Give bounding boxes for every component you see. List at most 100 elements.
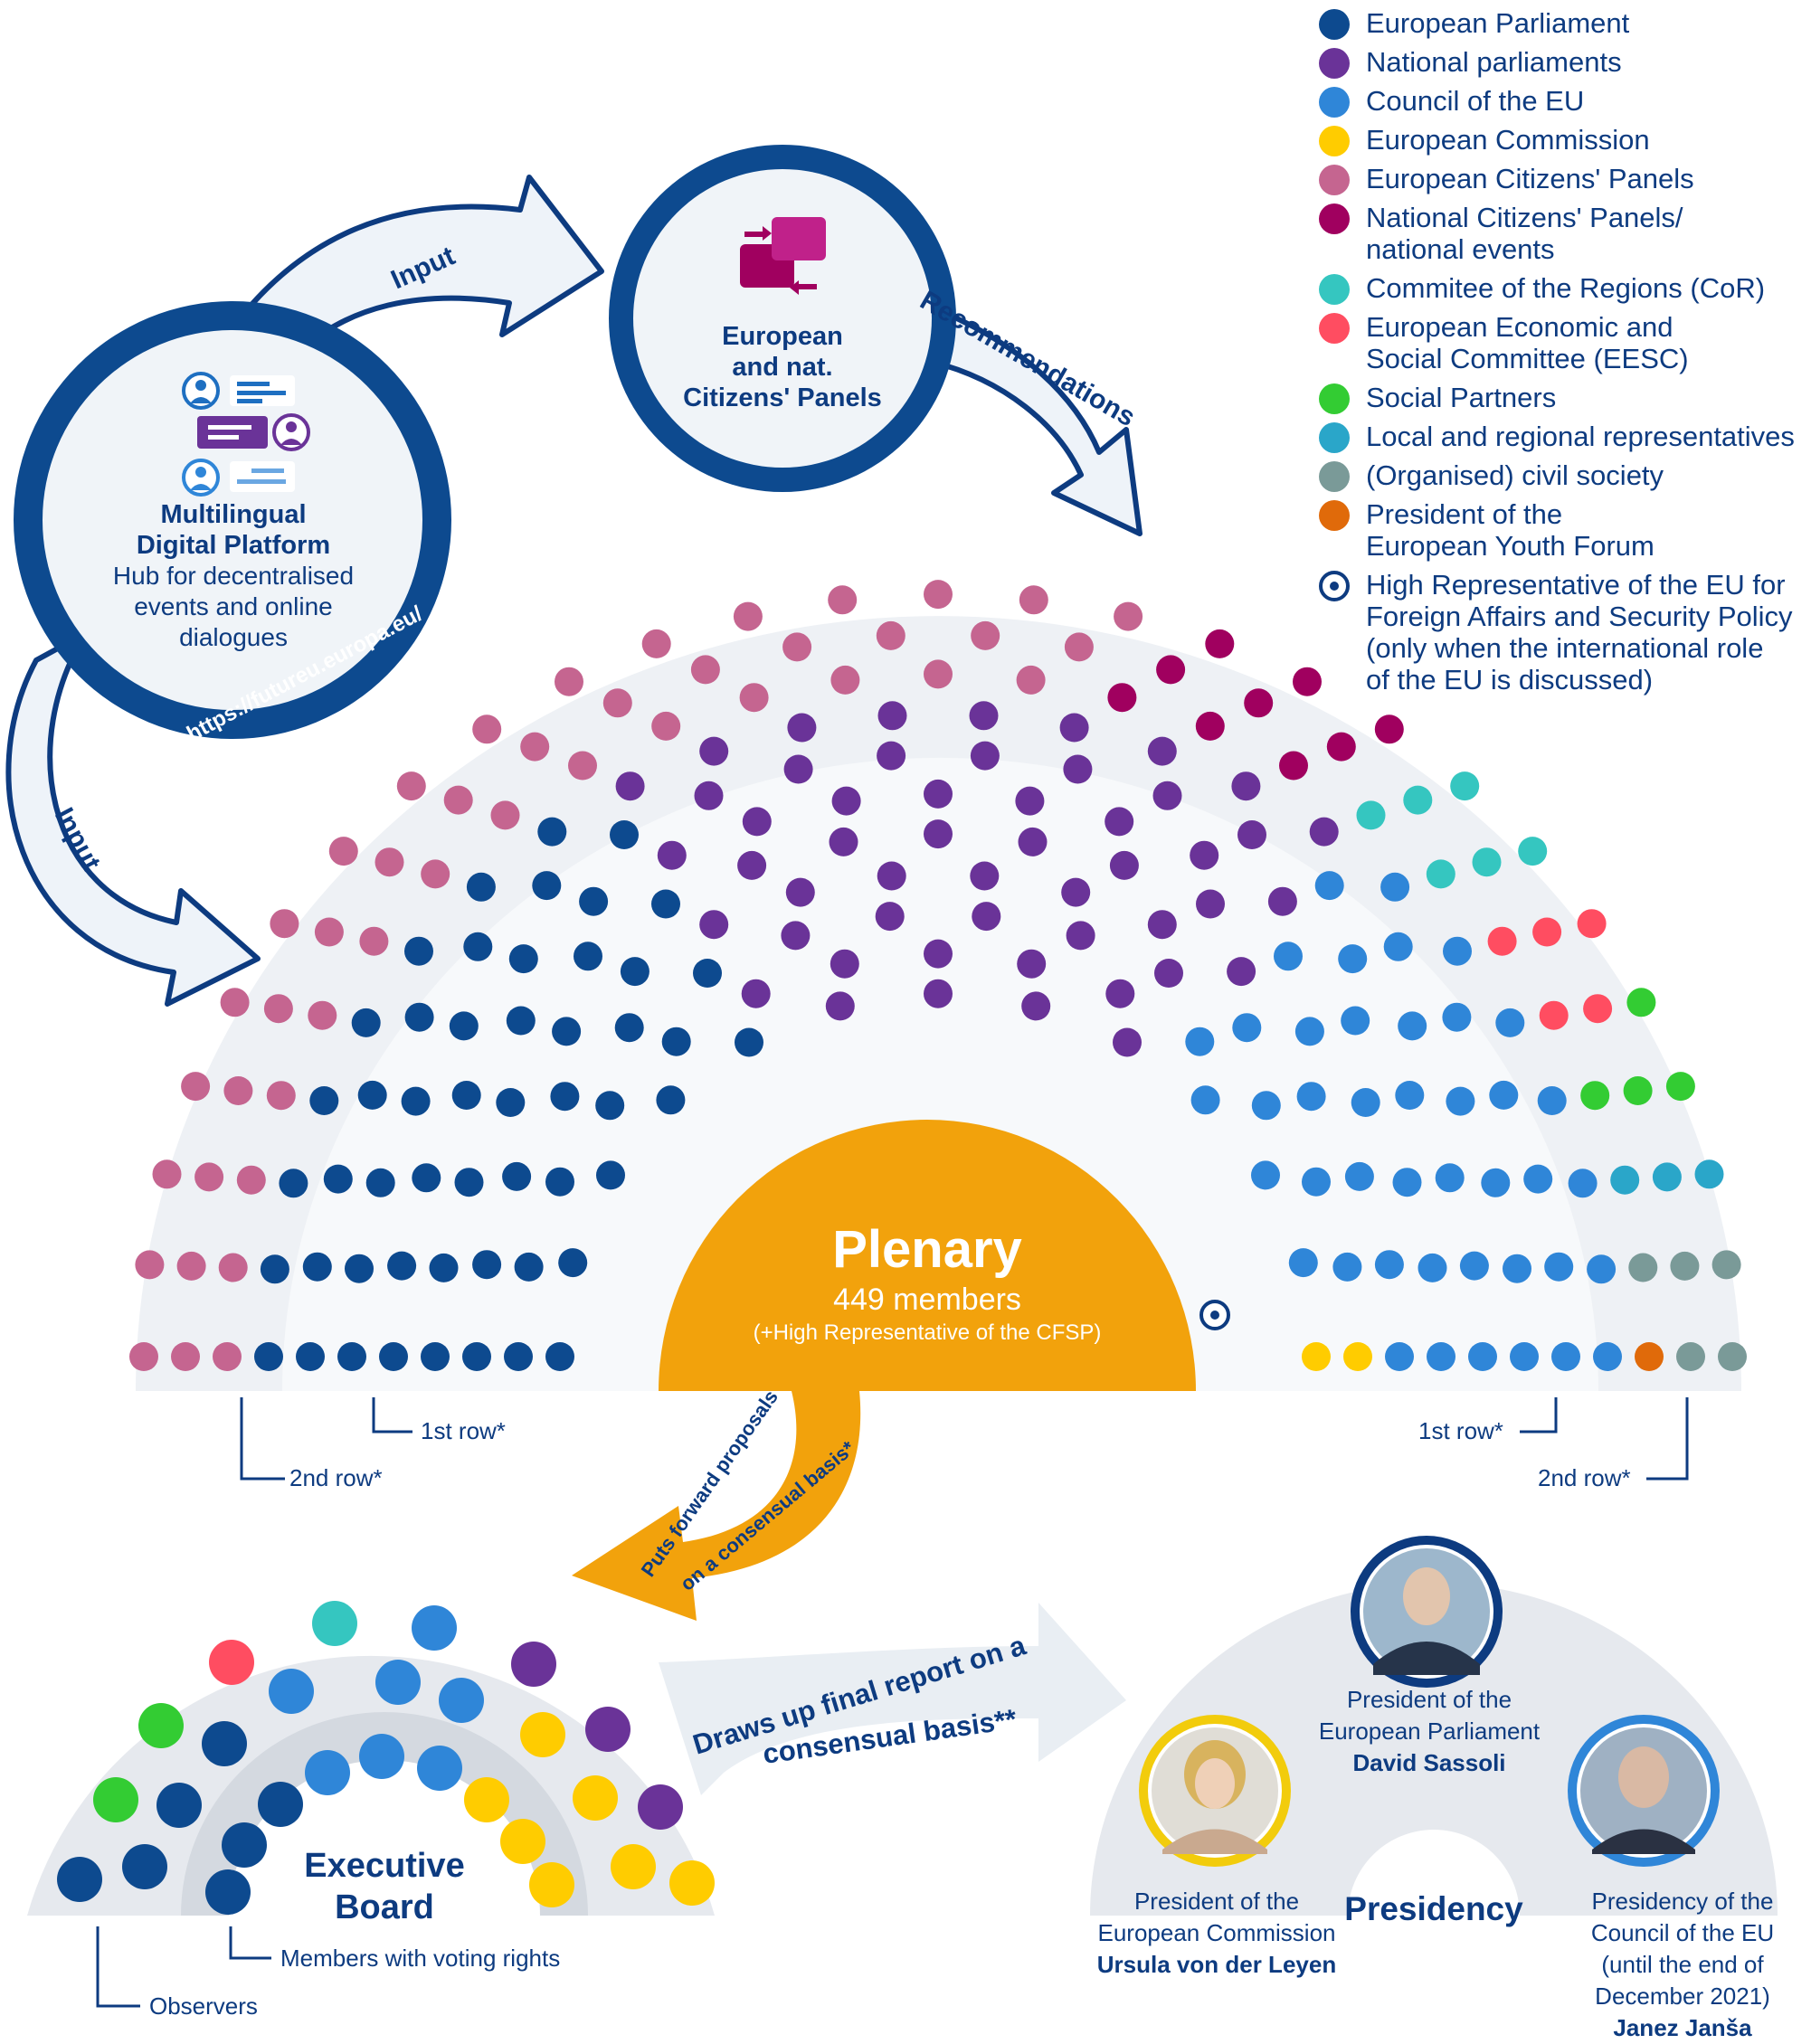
plenary-seat [1403, 785, 1433, 815]
plenary-seat [877, 861, 906, 891]
plenary-seat [359, 926, 389, 956]
plenary-seat [1267, 886, 1297, 916]
plenary-seat [574, 942, 602, 971]
plenary-seat [875, 902, 905, 932]
plenary-seat [1718, 1342, 1747, 1371]
board-seat [520, 1712, 565, 1757]
plenary-seat [308, 1000, 337, 1030]
plenary-seat [270, 909, 299, 939]
legend-dot [1319, 274, 1350, 305]
legend-item: (Organised) civil society [1319, 459, 1807, 492]
plenary-seat [1623, 1076, 1653, 1105]
plenary-seat [1481, 1168, 1511, 1197]
plenary-seat [1326, 732, 1356, 762]
chat-bubble-icon [197, 413, 310, 451]
legend-dot [1319, 87, 1350, 118]
plenary-seat [1518, 837, 1548, 866]
plenary-seat [1380, 872, 1410, 902]
plenary-seat [1251, 1160, 1280, 1190]
row2-right-label: 2nd row* [1538, 1464, 1631, 1491]
legend-dot [1319, 500, 1350, 531]
sassoli-caption: President of the European Parliament Dav… [1298, 1684, 1560, 1779]
panels-line-3: Citizens' Panels [683, 383, 882, 412]
plenary-seat [1523, 1164, 1553, 1194]
plenary-center [659, 1120, 1196, 1391]
plenary-seat [1537, 1086, 1567, 1115]
board-seat [439, 1678, 484, 1723]
plenary-seat [969, 701, 999, 731]
plenary-seat [1018, 827, 1048, 856]
plenary-seat [783, 754, 813, 784]
plenary-seat [970, 861, 1000, 891]
observers-label: Observers [149, 1992, 258, 2020]
plenary-seat [223, 1076, 253, 1105]
board-seat [269, 1669, 314, 1714]
panels-line-2: and nat. [732, 353, 833, 382]
legend-dot [1319, 461, 1350, 492]
plenary-seat [449, 1011, 479, 1041]
plenary-seat [1332, 1252, 1362, 1282]
plenary-seat [825, 991, 855, 1021]
plenary-seat [787, 713, 817, 743]
plenary-seat [302, 1252, 332, 1282]
plenary-seat [924, 979, 953, 1008]
plenary-seat [309, 1086, 339, 1115]
plenary-seat [558, 1248, 588, 1278]
board-seat [156, 1783, 202, 1828]
plenary-text: Plenary 449 members (+High Representativ… [687, 1219, 1167, 1348]
high-representative-seat [1199, 1300, 1230, 1330]
plenary-seat [472, 1250, 502, 1280]
row2-left-leader [240, 1397, 285, 1481]
plenary-seat [1532, 917, 1562, 947]
legend-label: National Citizens' Panels/ national even… [1366, 202, 1683, 265]
plenary-seat [924, 580, 953, 610]
jansa-portrait [1568, 1715, 1720, 1867]
board-seat [138, 1703, 184, 1748]
plenary-seat [1487, 926, 1517, 956]
plenary-seat [785, 877, 815, 907]
plenary-seat [1196, 889, 1225, 919]
plenary-seat [924, 659, 953, 689]
plenary-seat [555, 667, 583, 696]
plenary-seat [1019, 585, 1048, 615]
plenary-seat [693, 959, 722, 988]
plenary-seat [1237, 820, 1266, 849]
row1-left-label: 1st row* [421, 1417, 506, 1444]
legend-item: European Commission [1319, 124, 1807, 156]
platform-sub-3: dialogues [179, 623, 288, 651]
plenary-seat [1154, 959, 1183, 988]
jansa-caption: Presidency of the Council of the EU (unt… [1556, 1886, 1809, 2044]
plenary-seat [1293, 667, 1322, 696]
plenary-seat [396, 771, 426, 801]
plenary-seat [1251, 1091, 1281, 1121]
plenary-seat [830, 949, 859, 979]
plenary-seat [1244, 688, 1274, 718]
plenary-seat [514, 1252, 544, 1282]
plenary-seat [972, 902, 1001, 932]
plenary-seat [404, 936, 433, 966]
jansa-role-1: Presidency of the [1591, 1888, 1774, 1915]
plenary-seat [1105, 807, 1134, 837]
board-seat [93, 1777, 138, 1822]
plenary-seat [466, 872, 496, 902]
board-seat [529, 1862, 574, 1907]
plenary-seat [924, 939, 953, 969]
plenary-seat [337, 1342, 366, 1371]
legend-dot [1319, 422, 1350, 453]
platform-title-1: Multilingual [160, 500, 307, 529]
plenary-seat [1114, 601, 1143, 631]
plenary-seat [279, 1169, 308, 1198]
plenary-seat [568, 751, 597, 781]
plenary-seat [699, 910, 729, 940]
plenary-seat [699, 736, 729, 766]
plenary-note: (+High Representative of the CFSP) [753, 1320, 1102, 1345]
plenary-seat [1205, 629, 1235, 658]
board-seat [205, 1869, 251, 1915]
plenary-seat [877, 741, 906, 771]
plenary-seat [828, 585, 858, 615]
plenary-seat [296, 1342, 325, 1371]
plenary-seat [537, 817, 567, 847]
von-der-leyen-role-2: European Commission [1097, 1919, 1336, 1946]
legend-item: National parliaments [1319, 46, 1807, 79]
